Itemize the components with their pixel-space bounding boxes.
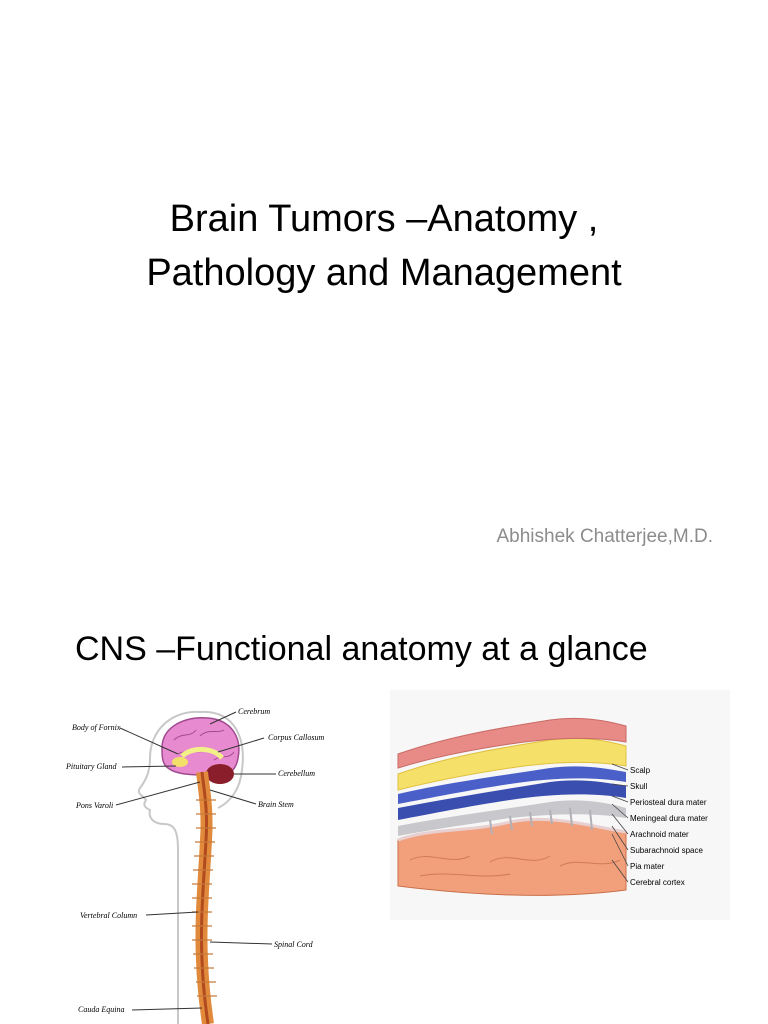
label-pons-varoli: Pons Varoli: [75, 801, 113, 810]
meninges-layers-figure: Scalp Skull Periosteal dura mater Mening…: [390, 690, 730, 920]
content-slide: CNS –Functional anatomy at a glance: [0, 600, 768, 1024]
title-slide: Brain Tumors –Anatomy , Pathology and Ma…: [0, 192, 768, 547]
title-line-1: Brain Tumors –Anatomy ,: [169, 198, 599, 240]
label-corpus-callosum: Corpus Callosum: [268, 733, 324, 742]
label-cauda-equina: Cauda Equina: [78, 1005, 124, 1014]
cns-anatomy-figure: Cerebrum Body of Fornix Corpus Callosum …: [50, 690, 350, 1024]
label-cerebrum: Cerebrum: [238, 707, 270, 716]
label-periosteal-dura: Periosteal dura mater: [630, 798, 707, 807]
label-pia-mater: Pia mater: [630, 862, 665, 871]
label-meningeal-dura: Meningeal dura mater: [630, 814, 708, 823]
label-spinal-cord: Spinal Cord: [274, 940, 314, 949]
title-line-2: Pathology and Management: [146, 252, 622, 294]
label-arachnoid: Arachnoid mater: [630, 830, 689, 839]
label-vertebral-column: Vertebral Column: [80, 911, 137, 920]
author-name: Abhishek Chatterjee,M.D.: [496, 526, 714, 547]
slide-2-title: CNS –Functional anatomy at a glance: [75, 630, 648, 668]
label-skull: Skull: [630, 782, 648, 791]
label-scalp: Scalp: [630, 766, 651, 775]
slide-title: Brain Tumors –Anatomy , Pathology and Ma…: [0, 192, 768, 300]
label-subarachnoid-space: Subarachnoid space: [630, 846, 703, 855]
label-cerebral-cortex: Cerebral cortex: [630, 878, 685, 887]
label-brain-stem: Brain Stem: [258, 800, 294, 809]
label-cerebellum: Cerebellum: [278, 769, 315, 778]
label-pituitary-gland: Pituitary Gland: [65, 762, 117, 771]
label-body-of-fornix: Body of Fornix: [72, 723, 121, 732]
